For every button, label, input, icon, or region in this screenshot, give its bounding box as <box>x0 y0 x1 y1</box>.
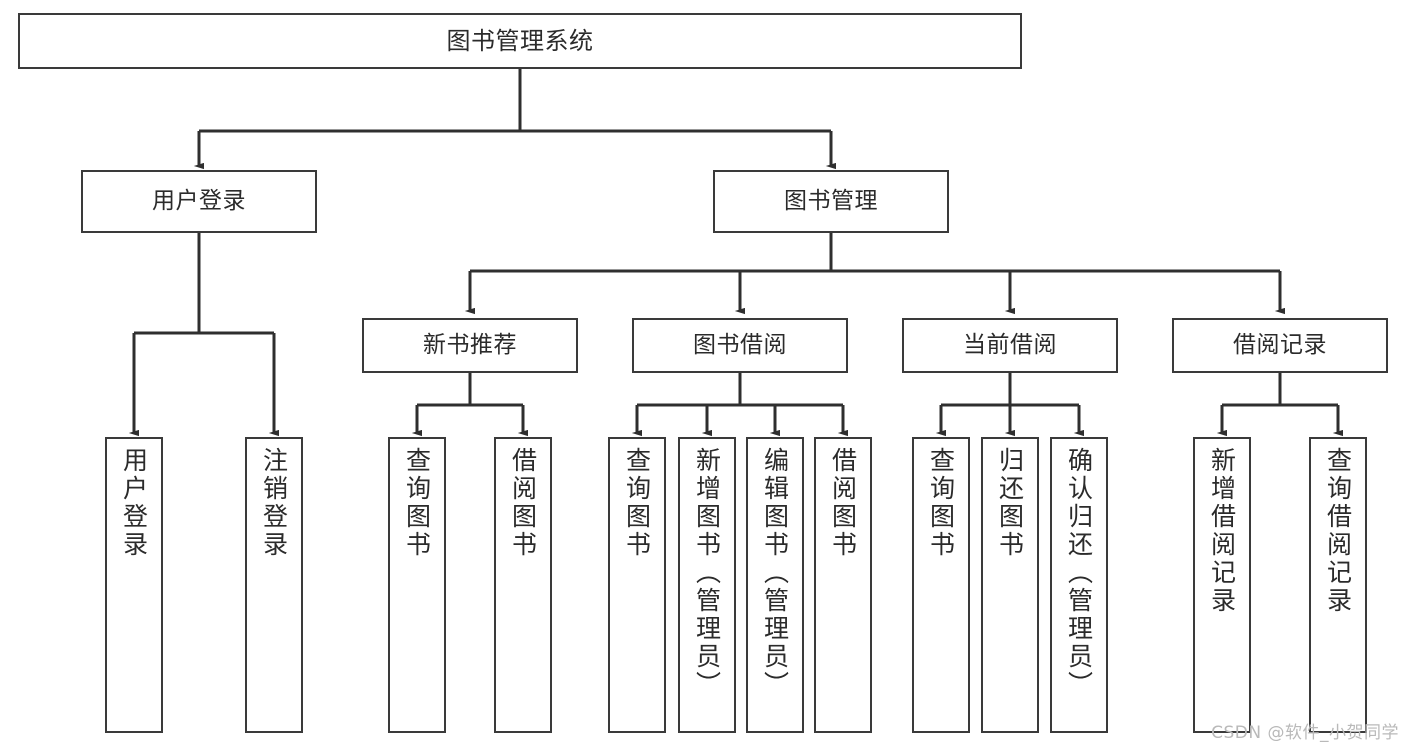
node-label: 注销登录 <box>259 447 289 559</box>
node-label: 图书管理 <box>784 187 878 214</box>
node-label: 借阅图书 <box>828 447 858 559</box>
node-label: 新增图书（管理员） <box>692 447 722 699</box>
node-label: 图书管理系统 <box>446 26 594 55</box>
node-label: 借阅记录 <box>1233 331 1327 358</box>
node-label: 确认归还（管理员） <box>1064 447 1094 699</box>
node-book-borrow[interactable]: 图书借阅 <box>632 318 848 373</box>
node-label: 用户登录 <box>119 447 149 559</box>
node-label: 查询图书 <box>402 447 432 559</box>
node-label: 归还图书 <box>995 447 1025 559</box>
node-label: 查询借阅记录 <box>1323 447 1353 615</box>
leaf-records-query-record[interactable]: 查询借阅记录 <box>1309 437 1367 733</box>
node-label: 用户登录 <box>152 187 246 214</box>
node-borrow-records[interactable]: 借阅记录 <box>1172 318 1388 373</box>
node-label: 借阅图书 <box>508 447 538 559</box>
leaf-current-return-book[interactable]: 归还图书 <box>981 437 1039 733</box>
leaf-current-query-book[interactable]: 查询图书 <box>912 437 970 733</box>
leaf-current-confirm-return-admin[interactable]: 确认归还（管理员） <box>1050 437 1108 733</box>
leaf-records-add-record[interactable]: 新增借阅记录 <box>1193 437 1251 733</box>
leaf-new-book-borrow[interactable]: 借阅图书 <box>494 437 552 733</box>
node-label: 图书借阅 <box>693 331 787 358</box>
node-label: 新书推荐 <box>423 331 517 358</box>
node-current-borrow[interactable]: 当前借阅 <box>902 318 1118 373</box>
node-book-management[interactable]: 图书管理 <box>713 170 949 233</box>
leaf-user-login-signin[interactable]: 用户登录 <box>105 437 163 733</box>
node-user-login[interactable]: 用户登录 <box>81 170 317 233</box>
node-label: 查询图书 <box>926 447 956 559</box>
leaf-borrow-query-book[interactable]: 查询图书 <box>608 437 666 733</box>
leaf-borrow-borrow-book[interactable]: 借阅图书 <box>814 437 872 733</box>
leaf-borrow-add-book-admin[interactable]: 新增图书（管理员） <box>678 437 736 733</box>
node-new-book-recommend[interactable]: 新书推荐 <box>362 318 578 373</box>
node-label: 查询图书 <box>622 447 652 559</box>
watermark-text: CSDN @软件_小贺同学 <box>1211 723 1399 743</box>
leaf-user-login-signout[interactable]: 注销登录 <box>245 437 303 733</box>
node-label: 当前借阅 <box>963 331 1057 358</box>
node-label: 新增借阅记录 <box>1207 447 1237 615</box>
node-label: 编辑图书（管理员） <box>760 447 790 699</box>
node-root-book-management-system[interactable]: 图书管理系统 <box>18 13 1022 69</box>
leaf-new-book-query[interactable]: 查询图书 <box>388 437 446 733</box>
leaf-borrow-edit-book-admin[interactable]: 编辑图书（管理员） <box>746 437 804 733</box>
